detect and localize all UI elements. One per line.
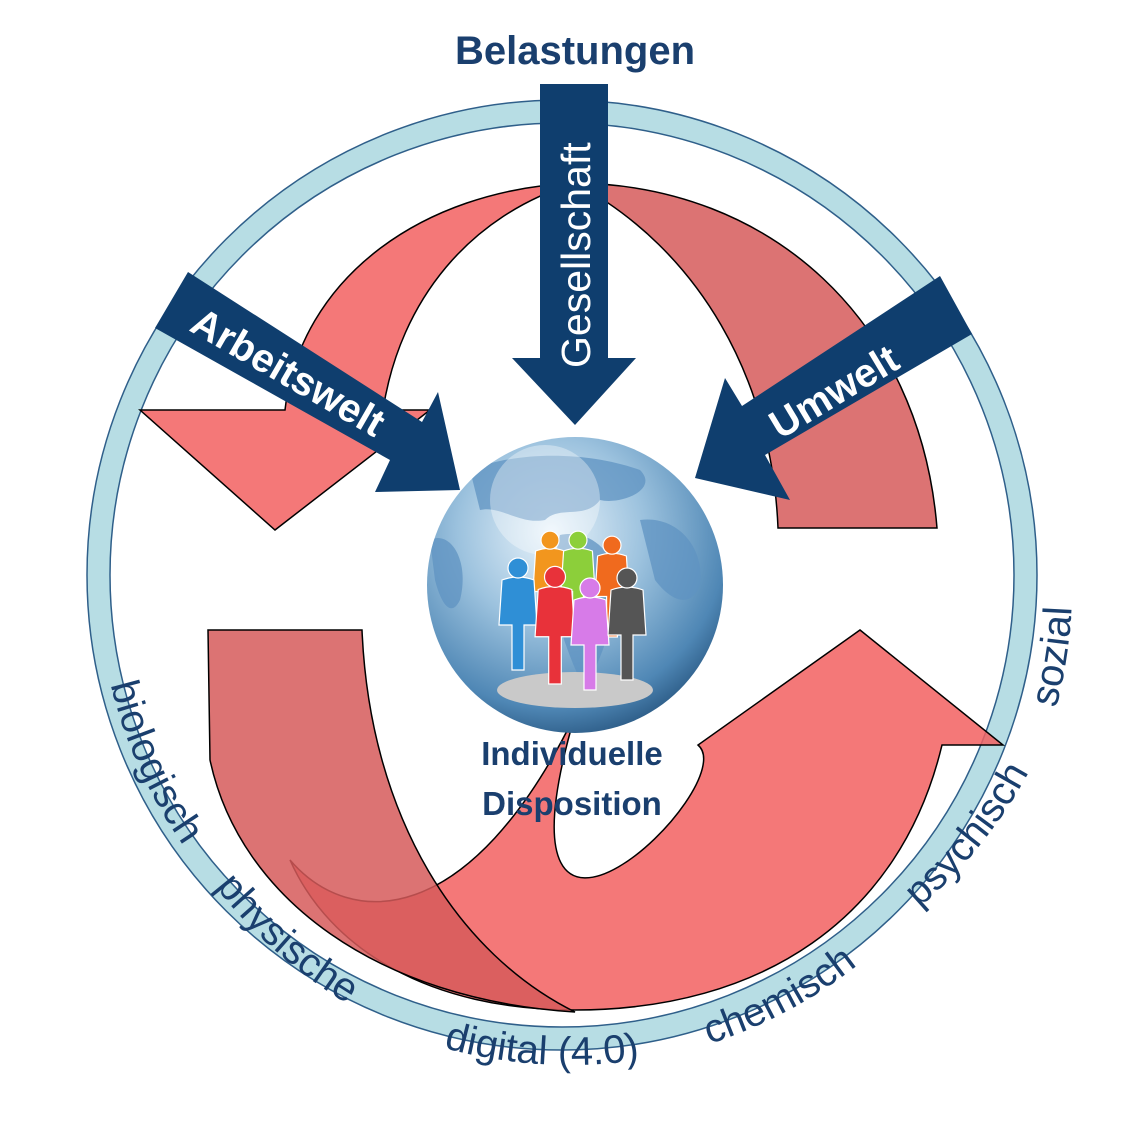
arbeitswelt-arrow xyxy=(155,272,460,492)
globe-highlight xyxy=(490,445,600,555)
cycle-arrow-top-left xyxy=(138,182,576,531)
person-figure xyxy=(498,557,538,671)
cycle-arrow-bottom-left xyxy=(207,629,576,1013)
cycle-arrow-top-right xyxy=(574,182,938,529)
people-group xyxy=(497,530,653,708)
person-figure xyxy=(570,577,610,691)
gesellschaft-label: Gesellschaft xyxy=(553,142,599,368)
belastungen-title: Belastungen xyxy=(455,29,695,73)
center-label-line1: Individuelle xyxy=(481,735,663,772)
cycle-arrows-upper xyxy=(138,182,938,531)
gesellschaft-arrow xyxy=(512,84,636,425)
umwelt-arrow xyxy=(695,276,972,500)
person-figure xyxy=(534,565,576,685)
center-label-line2: Disposition xyxy=(482,785,662,822)
cycle-arrows-lower xyxy=(207,629,1006,1013)
factor-arrows xyxy=(155,84,972,500)
people-base xyxy=(497,672,653,708)
person-figure xyxy=(607,567,647,681)
